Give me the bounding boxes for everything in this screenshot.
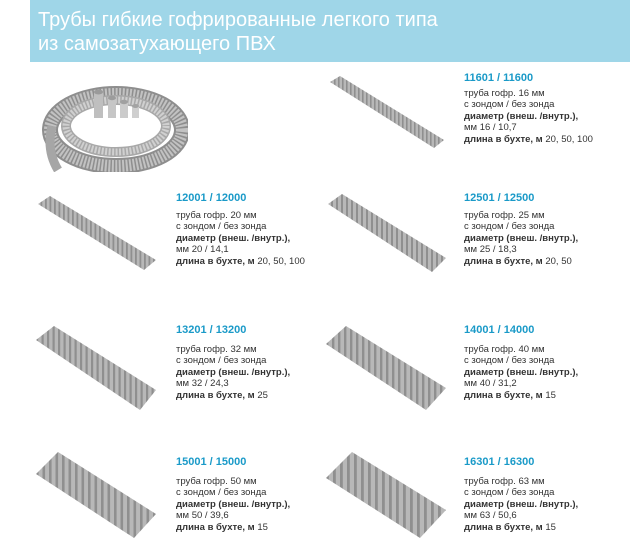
length-label: длина в бухте, м	[464, 133, 543, 145]
product-code: 15001 / 15000	[176, 456, 247, 468]
pipe-coil-image	[42, 86, 188, 172]
length-value: 15	[542, 389, 556, 401]
desc-line: с зондом / без зонда	[176, 221, 267, 233]
desc-line: мм 50 / 39,6	[176, 510, 229, 522]
desc-line: мм 32 / 24,3	[176, 378, 229, 390]
desc-line: диаметр (внеш. /внутр.),	[464, 110, 579, 122]
desc-line: труба гофр. 40 мм	[464, 344, 545, 355]
length-label: длина в бухте, м	[176, 255, 255, 267]
product-code: 12001 / 12000	[176, 192, 247, 204]
length-value: 20, 50, 100	[254, 255, 305, 267]
desc-line: с зондом / без зонда	[176, 487, 267, 499]
desc-line: труба гофр. 25 мм	[464, 210, 545, 221]
length-label: длина в бухте, м	[176, 521, 255, 533]
product-code: 16301 / 16300	[464, 456, 535, 468]
desc-line: мм 16 / 10,7	[464, 122, 517, 134]
desc-line: с зондом / без зонда	[464, 355, 555, 367]
length-value: 20, 50	[542, 255, 572, 267]
length-value: 15	[542, 521, 556, 533]
desc-line: мм 25 / 18,3	[464, 244, 517, 256]
product-code: 13201 / 13200	[176, 324, 247, 336]
desc-line: диаметр (внеш. /внутр.),	[464, 498, 579, 510]
title-line-2: из самозатухающего ПВХ	[38, 33, 276, 55]
length-label: длина в бухте, м	[464, 521, 543, 533]
title-line-1: Трубы гибкие гофрированные легкого типа	[38, 9, 438, 31]
desc-line: труба гофр. 32 мм	[176, 344, 257, 355]
desc-line: с зондом / без зонда	[176, 355, 267, 367]
desc-line: труба гофр. 20 мм	[176, 210, 257, 221]
pipe-32-image	[36, 326, 156, 410]
product-code: 11601 / 11600	[464, 72, 534, 84]
length-value: 20, 50, 100	[542, 133, 593, 145]
pipe-25-image	[328, 194, 446, 272]
pipe-40-image	[326, 326, 446, 410]
desc-line: диаметр (внеш. /внутр.),	[176, 498, 291, 510]
page-title: Трубы гибкие гофрированные легкого типа …	[38, 8, 618, 56]
product-desc: труба гофр. 50 мм с зондом / без зонда д…	[176, 476, 290, 533]
desc-line: диаметр (внеш. /внутр.),	[464, 232, 579, 244]
desc-line: диаметр (внеш. /внутр.),	[176, 232, 291, 244]
product-code: 12501 / 12500	[464, 192, 535, 204]
desc-line: мм 63 / 50,6	[464, 510, 517, 522]
desc-line: труба гофр. 50 мм	[176, 476, 257, 487]
product-desc: труба гофр. 40 мм с зондом / без зонда д…	[464, 344, 578, 401]
product-code: 14001 / 14000	[464, 324, 535, 336]
desc-line: с зондом / без зонда	[464, 99, 555, 111]
product-desc: труба гофр. 16 мм с зондом / без зонда д…	[464, 88, 593, 145]
length-label: длина в бухте, м	[464, 389, 543, 401]
desc-line: с зондом / без зонда	[464, 221, 555, 233]
page-header: Трубы гибкие гофрированные легкого типа …	[30, 0, 630, 62]
pipe-63-image	[326, 452, 446, 538]
product-desc: труба гофр. 63 мм с зондом / без зонда д…	[464, 476, 578, 533]
desc-line: труба гофр. 63 мм	[464, 476, 545, 487]
product-desc: труба гофр. 32 мм с зондом / без зонда д…	[176, 344, 290, 401]
desc-line: мм 20 / 14,1	[176, 244, 229, 256]
desc-line: мм 40 / 31,2	[464, 378, 517, 390]
product-desc: труба гофр. 25 мм с зондом / без зонда д…	[464, 210, 578, 267]
desc-line: с зондом / без зонда	[464, 487, 555, 499]
pipe-16-image	[330, 76, 444, 148]
pipe-50-image	[36, 452, 156, 538]
length-label: длина в бухте, м	[176, 389, 255, 401]
desc-line: диаметр (внеш. /внутр.),	[176, 366, 291, 378]
length-label: длина в бухте, м	[464, 255, 543, 267]
length-value: 25	[254, 389, 268, 401]
desc-line: диаметр (внеш. /внутр.),	[464, 366, 579, 378]
desc-line: труба гофр. 16 мм	[464, 88, 545, 99]
product-desc: труба гофр. 20 мм с зондом / без зонда д…	[176, 210, 305, 267]
pipe-20-image	[38, 196, 156, 270]
length-value: 15	[254, 521, 268, 533]
